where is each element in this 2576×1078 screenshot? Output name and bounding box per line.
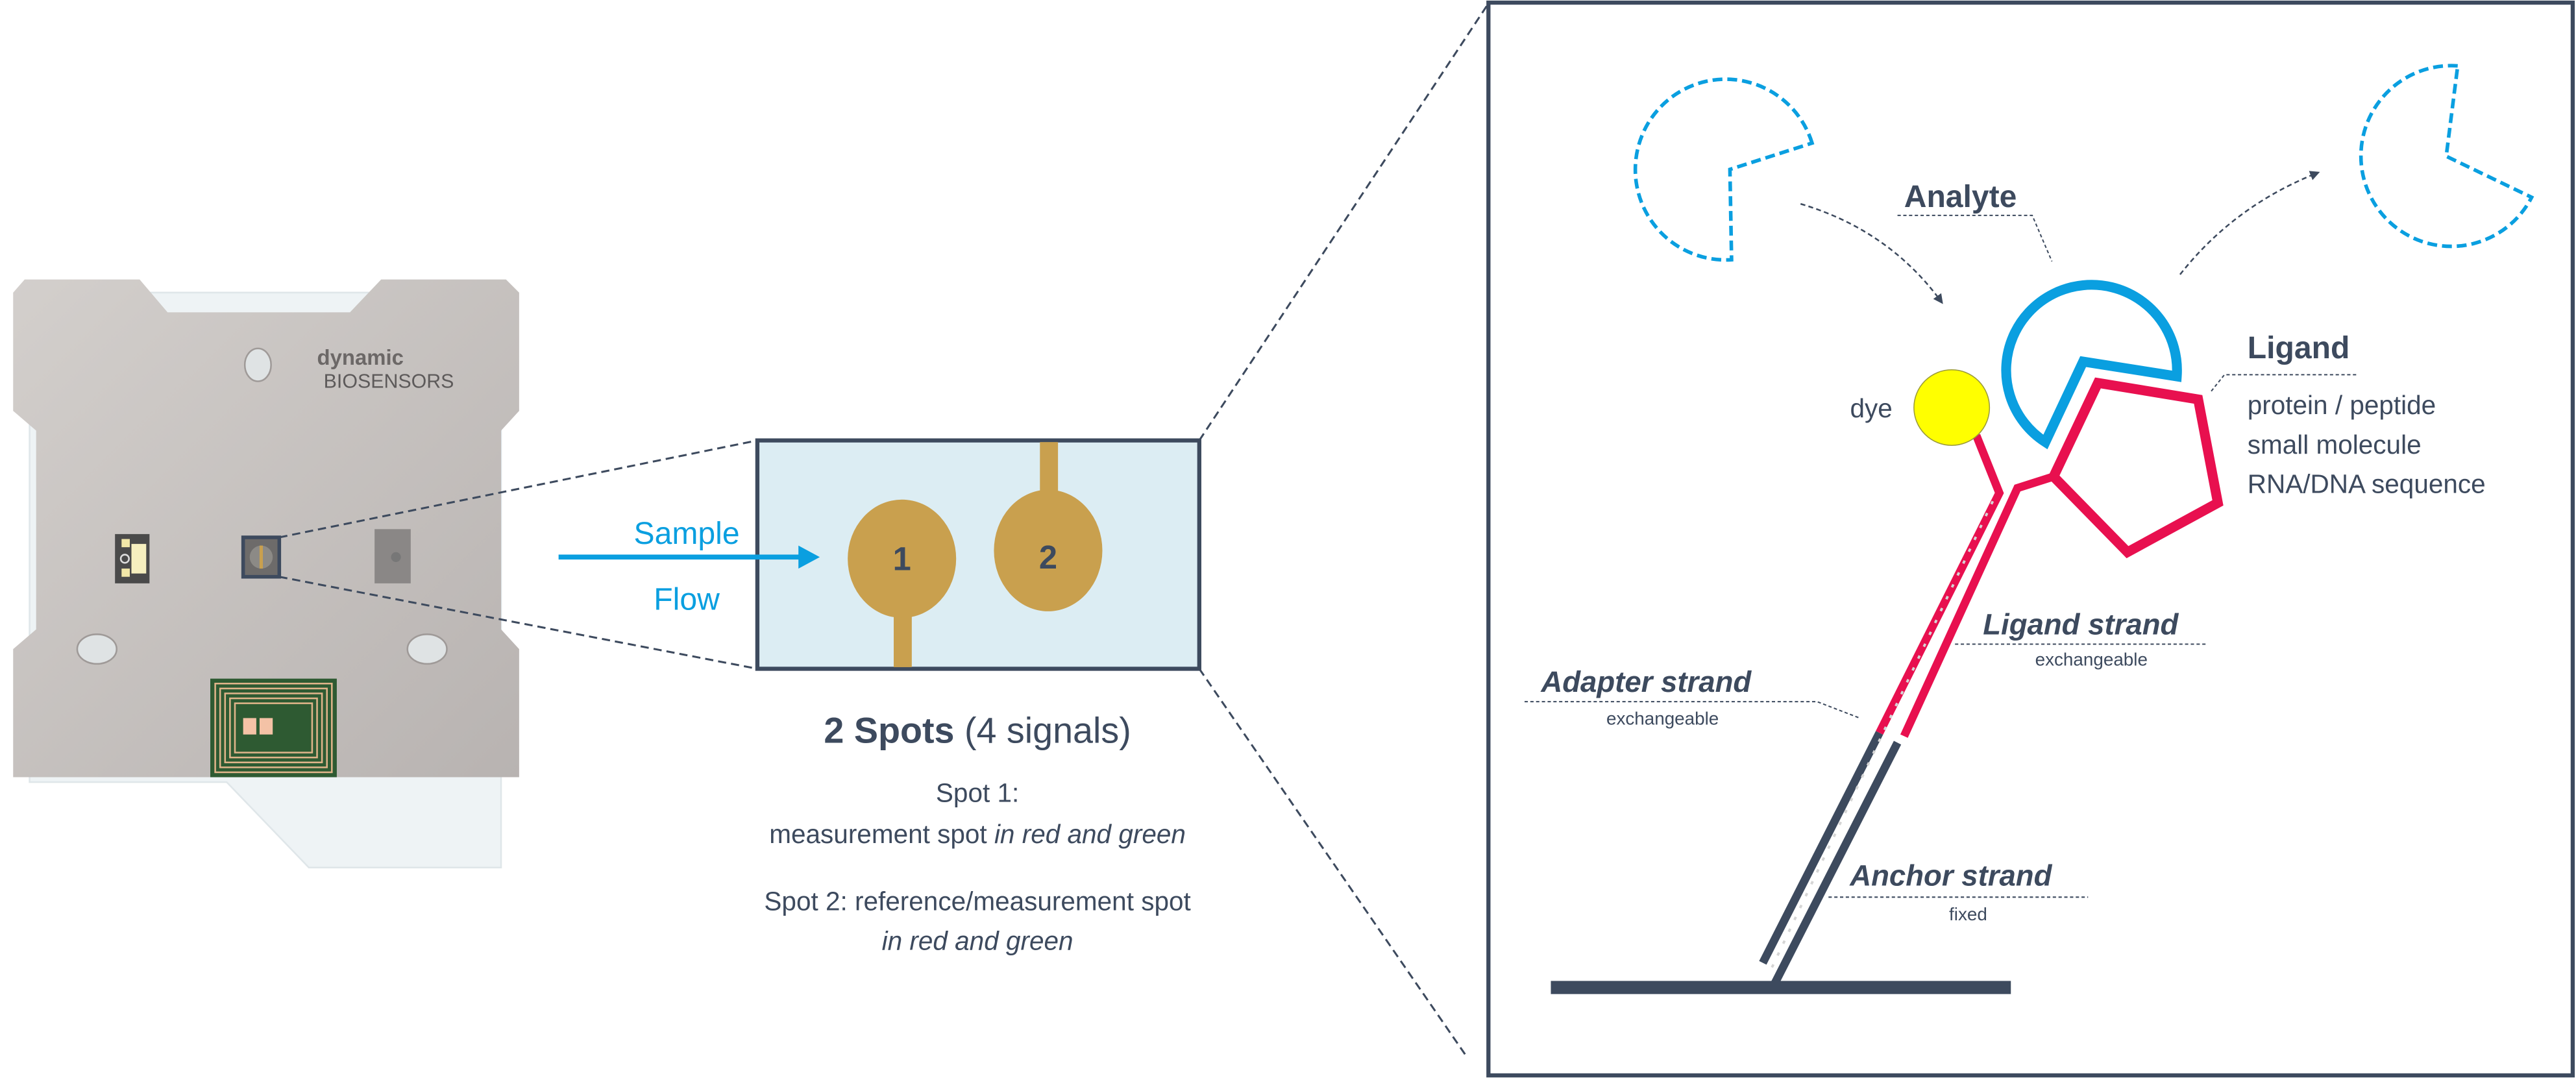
signals-count: (4 signals) bbox=[954, 710, 1131, 750]
ligand-type-item: RNA/DNA sequence bbox=[2248, 469, 2486, 499]
logo-biosensors: BIOSENSORS bbox=[324, 371, 454, 393]
ligand-strand-note: exchangeable bbox=[2035, 649, 2148, 669]
free-analyte-left-icon bbox=[1633, 77, 1815, 262]
mounting-hole-top bbox=[243, 347, 272, 382]
logo-dynamic: dynamic bbox=[317, 345, 404, 369]
anchor-strand-note: fixed bbox=[1949, 904, 1987, 924]
device-plate bbox=[13, 279, 519, 778]
spot1-description-line2: measurement spot in red and green bbox=[769, 819, 1186, 849]
dye-label: dye bbox=[1850, 393, 1892, 423]
zoom-line-2-bottom bbox=[1198, 668, 1467, 1056]
spot-1-label: 1 bbox=[893, 541, 911, 578]
bound-analyte-icon bbox=[2001, 280, 2182, 450]
sensor-chip-device: dynamic BIOSENSORS bbox=[13, 279, 519, 869]
photodetector-component bbox=[374, 529, 411, 583]
spot-1 bbox=[848, 499, 957, 618]
spot1-stem bbox=[894, 611, 912, 667]
ligand-strand bbox=[1900, 472, 2055, 738]
flow-cell-chamber bbox=[755, 438, 1201, 671]
ligand-strand-label: Ligand strand bbox=[1983, 607, 2179, 641]
zoom-line-bottom bbox=[279, 576, 758, 670]
zoom-line-2-top bbox=[1198, 3, 1490, 441]
spots-summary: 2 Spots (4 signals) Spot 1: measurement … bbox=[764, 710, 1190, 955]
dye-icon bbox=[1913, 369, 1991, 446]
zoom-line-top bbox=[279, 439, 758, 539]
adapter-strand-label: Adapter strand bbox=[1540, 665, 1752, 698]
spot-2-label: 2 bbox=[1039, 539, 1057, 576]
sample-flow-arrow-icon bbox=[558, 545, 820, 569]
spot-2 bbox=[994, 489, 1103, 611]
device-logo: dynamic BIOSENSORS bbox=[317, 345, 454, 392]
adapter-strand-leader-line bbox=[1525, 701, 1860, 719]
dissociation-arrow-icon bbox=[2179, 171, 2320, 275]
sample-flow-indicator: Sample Flow bbox=[634, 516, 740, 617]
spots-count: 2 Spots bbox=[824, 710, 954, 750]
spot2-description-line2: in red and green bbox=[882, 925, 1073, 955]
flow-cell: 1 2 bbox=[755, 438, 1201, 671]
spots-summary-title: 2 Spots (4 signals) bbox=[824, 710, 1131, 750]
sensor-surface bbox=[1551, 981, 2011, 994]
flow-cell-window bbox=[241, 535, 282, 579]
free-analyte-right-icon bbox=[2359, 64, 2534, 249]
mounting-hole-right bbox=[406, 633, 448, 665]
sample-flow-label-line1: Sample bbox=[634, 516, 740, 551]
led-component bbox=[115, 533, 150, 583]
anchor-strand bbox=[1767, 741, 1902, 993]
ligand-pentagon-icon bbox=[2047, 377, 2224, 559]
spot1-role: measurement spot bbox=[769, 819, 994, 849]
nfc-antenna-chip bbox=[210, 678, 337, 778]
adapter-strand bbox=[1759, 731, 1883, 965]
ligand-leader-line bbox=[2211, 374, 2358, 392]
anchor-strand-label: Anchor strand bbox=[1849, 859, 2052, 892]
sample-flow-label-line2: Flow bbox=[654, 582, 720, 617]
analyte-label: Analyte bbox=[1904, 179, 2017, 214]
ligand-type-item: small molecule bbox=[2248, 430, 2422, 459]
mounting-hole-left bbox=[76, 633, 117, 665]
spot1-description-line1: Spot 1: bbox=[936, 778, 1019, 808]
mechanism-frame bbox=[1486, 0, 2575, 1078]
ligand-strand-dye-arm bbox=[1876, 434, 2004, 735]
analyte-leader-line bbox=[1897, 214, 2053, 262]
adapter-strand-note: exchangeable bbox=[1606, 709, 1719, 729]
ligand-label: Ligand bbox=[2248, 330, 2350, 365]
spot2-stem bbox=[1040, 442, 1059, 498]
spot1-colors: in red and green bbox=[994, 819, 1186, 849]
binding-mechanism-panel: dye Analyte Ligand protein / peptide sma… bbox=[1486, 0, 2575, 1078]
ligand-type-item: protein / peptide bbox=[2248, 390, 2436, 420]
spot2-description-line1: Spot 2: reference/measurement spot bbox=[764, 887, 1190, 916]
